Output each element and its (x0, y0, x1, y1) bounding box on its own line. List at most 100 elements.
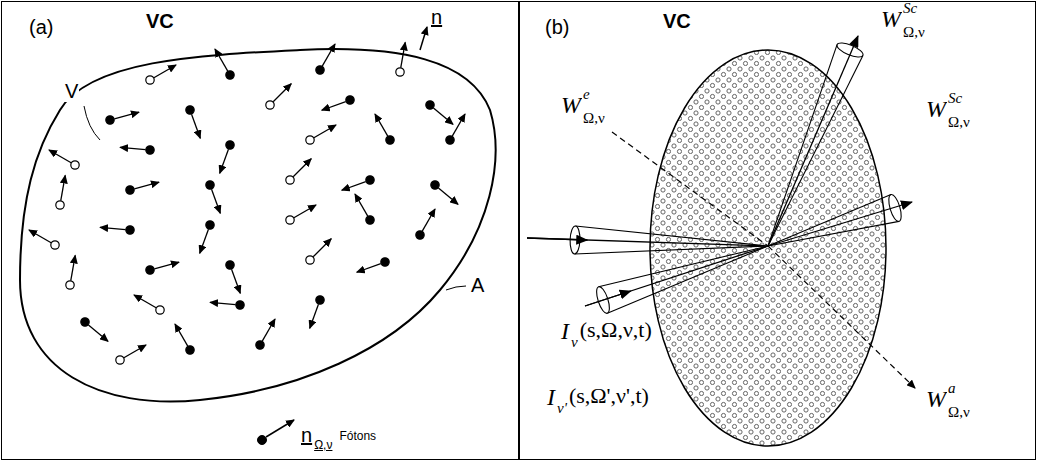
photon-symbol (146, 266, 154, 274)
photon-label: n (300, 424, 313, 446)
photon-symbol (206, 181, 214, 189)
photon-symbol (200, 229, 209, 253)
photon-symbol (29, 230, 51, 243)
intensity-symbol: I (560, 318, 570, 344)
area-label: A (470, 274, 485, 296)
photon-symbol (396, 68, 404, 76)
photon-symbol (215, 49, 228, 71)
photon-symbol (446, 136, 454, 144)
photon-symbol (322, 102, 346, 111)
photon-symbol (154, 262, 179, 269)
photon-symbol (431, 181, 439, 189)
photon-symbol (226, 261, 234, 269)
radiation-cone (585, 246, 768, 315)
photon-symbol (306, 136, 314, 144)
photon-symbol (81, 318, 89, 326)
photon-symbol (316, 296, 324, 304)
photon-symbol (206, 221, 214, 229)
photon-symbol (266, 420, 294, 437)
photon-symbol (433, 108, 453, 124)
photon-symbol (146, 146, 154, 154)
photon-symbol (106, 116, 114, 124)
photon-symbol (293, 159, 311, 177)
intensity-arguments: (s,Ω',ν',t) (568, 384, 650, 408)
photon-symbol (146, 76, 154, 84)
photon-symbol (236, 301, 244, 309)
scattered-energy-symbol: W (925, 96, 947, 122)
photon-symbol (124, 345, 146, 358)
subscript: ν' (556, 400, 568, 417)
panel-letter: (a) (29, 16, 53, 38)
photon-symbol (313, 239, 331, 257)
figure-panel: (a) VC (1, 1, 520, 460)
photon-arrows (29, 42, 465, 364)
photon-symbol (386, 136, 394, 144)
photon-symbol (120, 147, 145, 149)
radiation-cone (527, 226, 768, 254)
absorption-leader (768, 246, 915, 388)
radiation-cone (768, 193, 912, 246)
photon-symbol (366, 176, 374, 184)
participating-medium (650, 50, 886, 446)
photon-symbol (426, 101, 434, 109)
subscript: Ω,ν (947, 114, 971, 131)
photon-symbol (175, 324, 188, 346)
panel-title: VC (146, 10, 174, 32)
photon-symbol (61, 175, 65, 200)
superscript: Sc (947, 90, 963, 107)
panel-title: VC (663, 10, 691, 32)
photon-symbol (310, 304, 319, 328)
photon-symbol (126, 226, 134, 234)
photon-symbol (56, 201, 64, 209)
photon-symbol (306, 256, 314, 264)
photon-symbol (51, 241, 59, 249)
photon-symbol (134, 295, 156, 308)
photon-symbol (66, 281, 74, 289)
photon-symbol (154, 65, 176, 78)
scattered-energy-symbol: W (880, 6, 902, 32)
photon-symbol (375, 114, 388, 136)
photon-symbol (114, 112, 139, 119)
photon-symbol (186, 346, 194, 354)
photon-symbol (186, 106, 194, 114)
photon-symbol (49, 150, 71, 163)
photon-symbol (366, 216, 374, 224)
radiation-cone (768, 36, 865, 246)
photon-symbol (416, 231, 424, 239)
subscript: Ω,ν (902, 24, 926, 41)
photon-symbol (88, 325, 108, 341)
photon-symbol (316, 66, 324, 74)
photon-symbol (156, 306, 164, 314)
photon-symbol (355, 194, 368, 216)
panel-letter: (b) (545, 16, 569, 38)
photon-symbol (262, 319, 275, 341)
figure-panel: (b) VC (518, 1, 1036, 460)
normal-vector (420, 27, 427, 50)
photon-symbol (126, 186, 134, 194)
photon-symbol (438, 188, 458, 204)
photon-symbol (256, 341, 264, 349)
control-volume-outline (20, 49, 496, 401)
photon-label: Fótons (338, 430, 377, 443)
leader-line (446, 286, 466, 290)
subscript: Ω,ν (582, 110, 606, 127)
photon-symbol (226, 141, 234, 149)
photon-symbol (226, 71, 234, 79)
photon-symbol (134, 182, 159, 189)
emission-leader (612, 132, 768, 246)
photon-symbol (273, 84, 291, 102)
emitted-energy-symbol: W (560, 92, 582, 118)
superscript: a (947, 380, 957, 397)
superscript: Sc (902, 0, 918, 17)
photon-symbol (71, 255, 75, 280)
photon-symbol (286, 216, 294, 224)
photon-symbol (212, 189, 221, 213)
intensity-arguments: (s,Ω,ν,t) (579, 318, 653, 342)
subscript: Ω,ν (947, 404, 971, 421)
subscript: ν (570, 334, 579, 351)
radiation-beams (527, 36, 912, 315)
intensity-symbol: I (546, 384, 556, 410)
photon-symbol (210, 302, 235, 304)
photon-symbol (294, 205, 316, 218)
photon-symbol (232, 269, 241, 293)
